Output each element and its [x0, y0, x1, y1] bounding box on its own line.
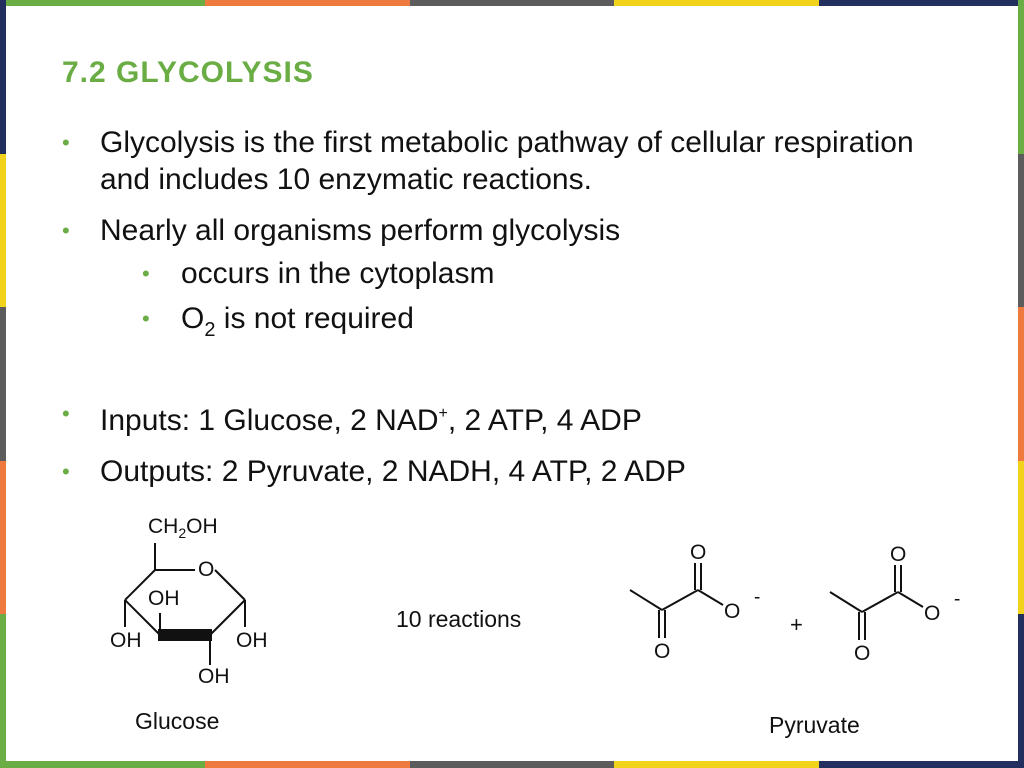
sub-bullet-text: is not required: [215, 302, 414, 335]
pyruvate-structure-2: O O - O: [829, 543, 960, 665]
glucose-oh-inner: OH: [148, 587, 180, 610]
bullet-text: Glycolysis is the first metabolic pathwa…: [100, 126, 914, 196]
glucose-label: Glucose: [135, 708, 220, 734]
bullet-inputs: • Inputs: 1 Glucose, 2 NAD+, 2 ATP, 4 AD…: [62, 395, 942, 439]
glucose-oh-left: OH: [110, 629, 142, 652]
carboxylate-oxygen: O: [924, 602, 940, 625]
bullet-text: Nearly all organisms perform glycolysis: [100, 214, 621, 247]
glucose-oh-bottom: OH: [198, 665, 230, 688]
outputs-text: Outputs: 2 Pyruvate, 2 NADH, 4 ATP, 2 AD…: [100, 455, 686, 488]
right-color-bar: [1018, 0, 1024, 768]
inputs-text-end: , 2 ATP, 4 ADP: [447, 404, 642, 437]
bullet-dot: •: [62, 459, 70, 484]
left-color-bar: [0, 0, 6, 768]
glucose-ring-oxygen: O: [198, 558, 214, 581]
bullet-list: • Glycolysis is the first metabolic path…: [62, 124, 942, 504]
negative-charge: -: [954, 589, 960, 610]
bullet-outputs: • Outputs: 2 Pyruvate, 2 NADH, 4 ATP, 2 …: [62, 453, 942, 490]
bullet-definition: • Glycolysis is the first metabolic path…: [62, 124, 942, 198]
pyruvate-label: Pyruvate: [769, 712, 860, 738]
bullet-dot: •: [62, 130, 70, 155]
oxygen-subscript: 2: [204, 319, 216, 341]
negative-charge: -: [754, 587, 760, 608]
bullet-dot: •: [142, 261, 150, 286]
glucose-oh-right: OH: [236, 629, 268, 652]
pyruvate-structure-1: O O - O: [629, 541, 760, 663]
glucose-ch2oh: CH2OH: [148, 515, 218, 541]
inputs-text: Inputs: 1 Glucose, 2 NAD: [100, 404, 439, 437]
bullet-dot: •: [62, 218, 70, 243]
bottom-color-bar: [0, 761, 1024, 768]
sub-bullet-cytoplasm: • occurs in the cytoplasm: [62, 255, 942, 292]
carbonyl-oxygen: O: [890, 543, 906, 566]
bullet-dot: •: [142, 306, 150, 331]
sub-bullet-oxygen: • O2 is not required: [62, 300, 942, 349]
oxygen-symbol: O: [181, 302, 205, 335]
reactions-label: 10 reactions: [396, 606, 522, 632]
slide-title: 7.2 GLYCOLYSIS: [62, 56, 314, 89]
top-color-bar: [0, 0, 1024, 6]
carboxylate-oxygen: O: [724, 600, 740, 623]
nad-superscript: +: [438, 405, 448, 422]
ketone-oxygen: O: [854, 642, 870, 665]
carbonyl-oxygen: O: [690, 541, 706, 564]
ketone-oxygen: O: [654, 640, 670, 663]
plus-sign: +: [790, 612, 803, 637]
bullet-organisms: • Nearly all organisms perform glycolysi…: [62, 212, 942, 249]
glucose-structure: CH2OH O OH OH OH OH: [110, 515, 268, 688]
bullet-dot: •: [62, 401, 70, 426]
sub-bullet-text: occurs in the cytoplasm: [181, 257, 495, 290]
